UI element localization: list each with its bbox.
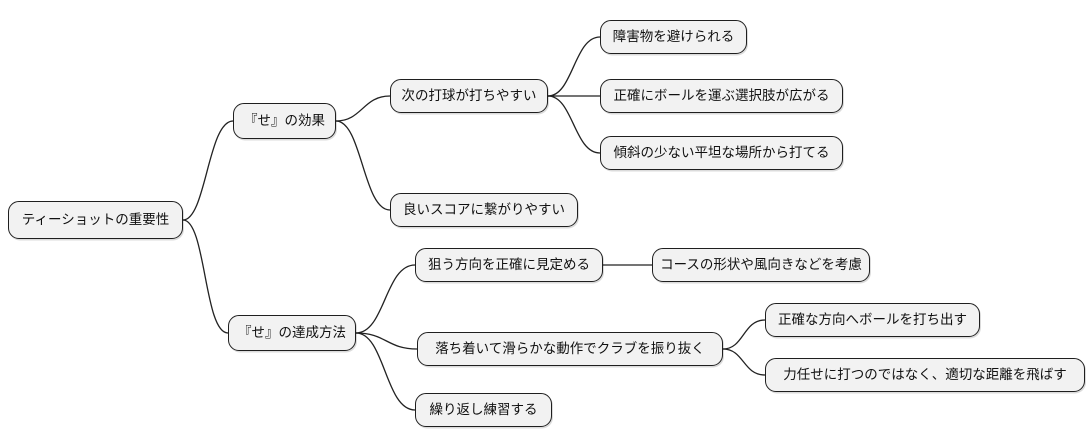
node-carry-ball-options: 正確にボールを運ぶ選択肢が広がる [600, 79, 843, 113]
edge-root-effect [182, 120, 234, 221]
edge-effect-score [335, 120, 391, 211]
node-course-shape-wind: コースの形状や風向きなどを考慮 [652, 248, 870, 282]
node-accurate-launch: 正確な方向へボールを打ち出す [765, 303, 980, 337]
node-proper-distance: 力任せに打つのではなく、適切な距離を飛ばす [765, 358, 1085, 392]
node-repeat-practice: 繰り返し練習する [415, 393, 552, 427]
node-se-effect: 『せ』の効果 [233, 103, 336, 139]
edge-swing-distance [722, 348, 766, 376]
node-smooth-swing: 落ち着いて滑らかな動作でクラブを振り抜く [417, 332, 723, 366]
edge-method-practice [355, 332, 416, 411]
node-good-score: 良いスコアに繋がりやすい [390, 193, 578, 227]
edge-method-swing [355, 332, 418, 350]
edge-root-method [182, 219, 229, 334]
edge-effect-next [335, 95, 391, 122]
node-next-shot-easier: 次の打球が打ちやすい [390, 79, 548, 113]
node-flat-lie-spot: 傾斜の少ない平坦な場所から打てる [600, 136, 843, 170]
node-avoid-obstacles: 障害物を避けられる [600, 20, 747, 54]
edge-next-flat [547, 95, 601, 154]
node-tee-shot-importance: ティーショットの重要性 [8, 201, 183, 239]
edge-swing-launch [722, 319, 766, 350]
node-se-achievement-method: 『せ』の達成方法 [228, 315, 356, 351]
node-aim-direction: 狙う方向を正確に見定める [415, 248, 603, 282]
edge-next-obstacle [547, 36, 601, 97]
edge-method-aim [355, 264, 416, 334]
